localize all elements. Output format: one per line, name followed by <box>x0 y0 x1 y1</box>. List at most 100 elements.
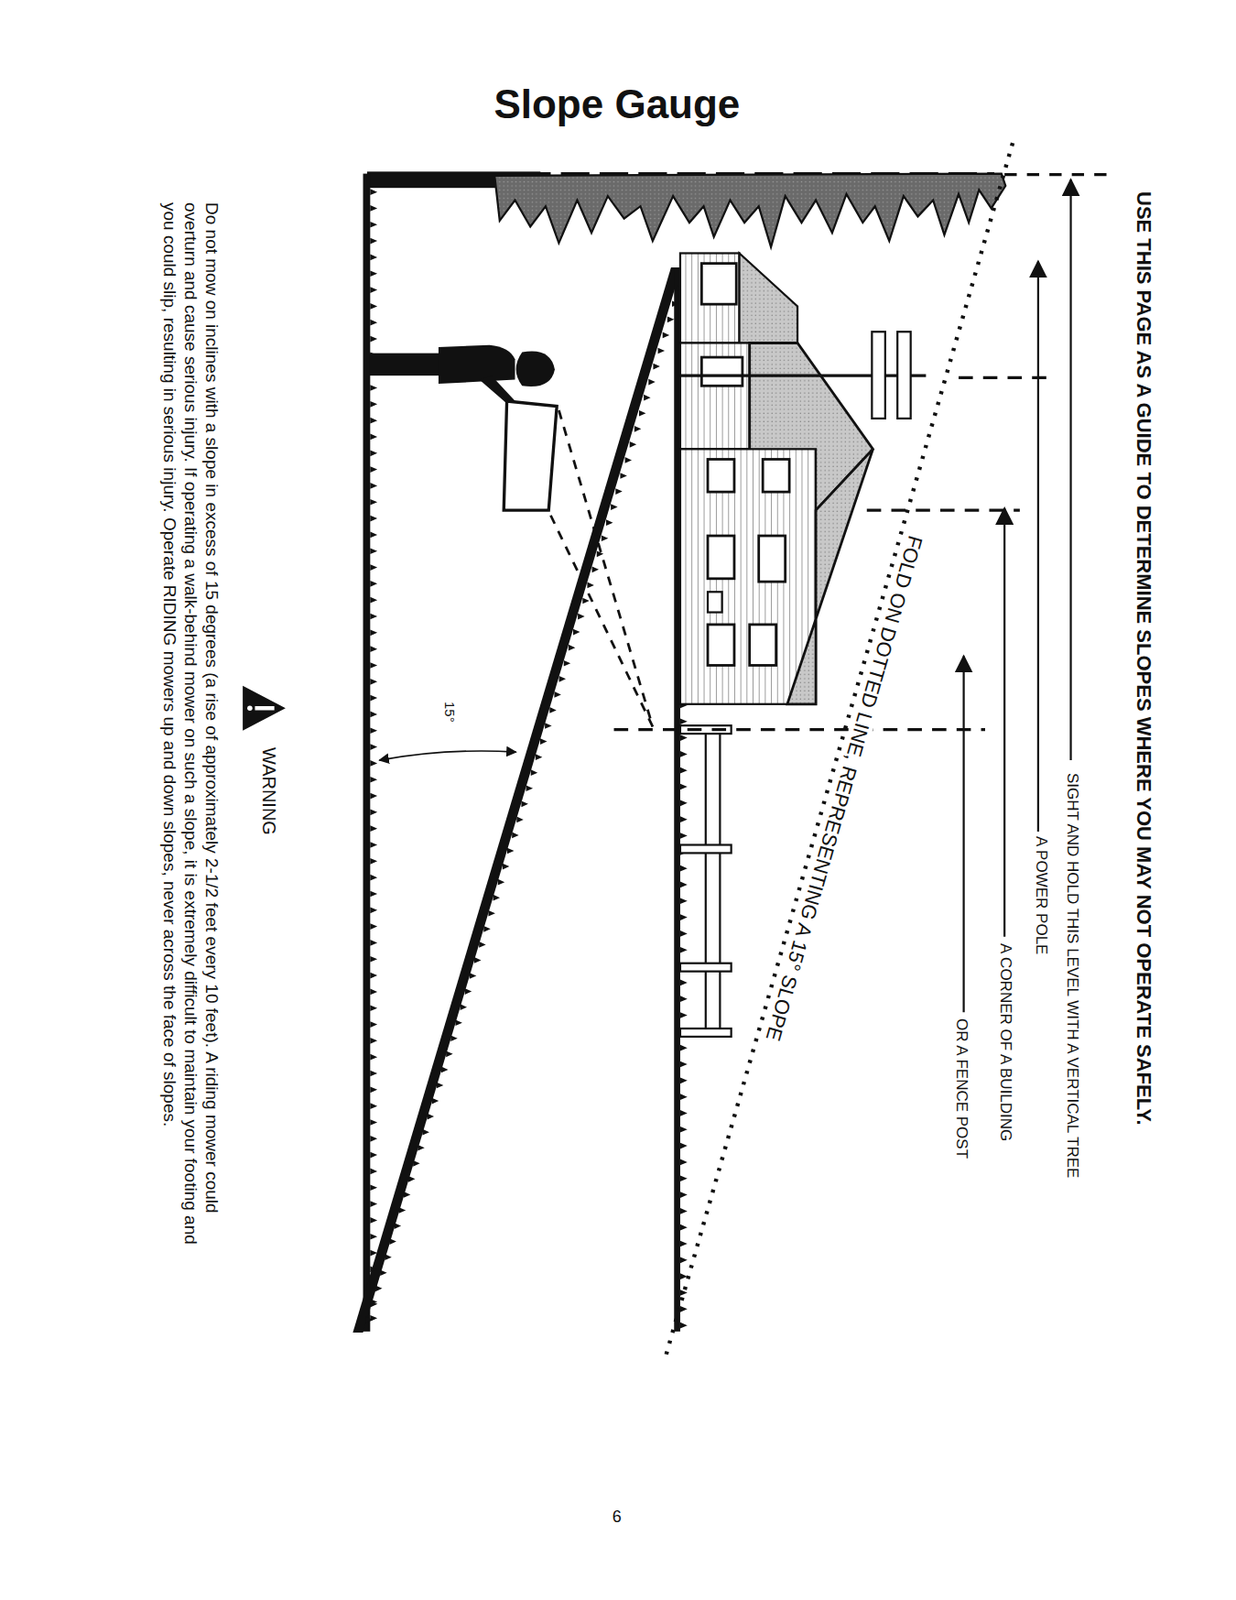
angle-label: 15° <box>442 701 458 723</box>
grass-tuft <box>460 1003 467 1010</box>
grass-tuft <box>680 717 688 725</box>
grass-tuft <box>680 1142 688 1150</box>
warning-heading: WARNING <box>258 747 280 835</box>
grass-tuft <box>369 694 378 702</box>
fence-rail <box>704 729 707 1033</box>
house-middle-wall <box>680 342 750 449</box>
sight-arrow <box>1069 179 1072 760</box>
grass-tuft <box>408 1175 415 1182</box>
grass-tuft <box>399 1206 406 1214</box>
grass-tuft <box>680 832 688 839</box>
fence-post <box>680 1028 732 1037</box>
grass-tuft <box>369 1020 378 1028</box>
grass-tuft <box>369 221 378 228</box>
grass-tuft <box>648 379 655 386</box>
grass-tuft <box>680 1224 688 1231</box>
grass-tuft <box>577 613 585 620</box>
grass-tuft <box>672 300 679 307</box>
grass-tuft <box>369 645 378 652</box>
fence-arrow <box>962 655 965 1012</box>
house-door <box>707 591 723 612</box>
grass-tuft <box>455 1019 462 1026</box>
grass-tuft <box>478 941 486 948</box>
grass-tuft <box>369 515 378 522</box>
grass-tuft <box>432 1097 439 1105</box>
house-window <box>707 535 735 579</box>
grass-tuft <box>573 628 580 636</box>
grass-tuft <box>680 897 688 904</box>
fence-level-line <box>614 727 986 731</box>
grass-tuft <box>422 1128 429 1136</box>
grass-tuft <box>680 881 688 889</box>
house-wing-wall <box>680 252 740 343</box>
grass-tuft <box>369 417 378 424</box>
grass-tuft <box>394 1222 402 1229</box>
grass-tuft <box>658 347 665 355</box>
grass-tuft <box>427 1113 434 1120</box>
grass-tuft <box>436 1082 444 1089</box>
pole-arrow <box>1037 260 1040 832</box>
grass-tuft <box>511 832 519 839</box>
house-main-roof <box>787 448 874 704</box>
grass-tuft <box>634 425 641 433</box>
grass-tuft <box>369 613 378 620</box>
grass-tuft <box>369 563 378 571</box>
grass-tuft <box>606 519 613 526</box>
grass-tuft <box>369 449 378 456</box>
grass-tuft <box>369 776 378 783</box>
person-head <box>516 350 555 387</box>
fence-post <box>680 963 732 972</box>
grass-tuft <box>680 1093 688 1100</box>
grass-tuft <box>369 1249 378 1257</box>
grass-tuft <box>450 1034 457 1041</box>
grass-tuft <box>586 582 594 589</box>
grass-tuft <box>493 894 500 901</box>
grass-tuft <box>592 566 599 574</box>
grass-tuft <box>369 792 378 800</box>
grass-tuft <box>369 188 378 196</box>
grass-tuft <box>474 956 481 964</box>
grass-tuft <box>369 661 378 669</box>
grass-tuft <box>369 759 378 767</box>
grass-tuft <box>680 1011 688 1019</box>
grass-tuft <box>445 1051 453 1058</box>
grass-tuft <box>680 1126 688 1133</box>
instruction-heading: USE THIS PAGE AS A GUIDE TO DETERMINE SL… <box>1132 191 1156 1126</box>
grass-tuft <box>369 939 378 946</box>
grass-tuft <box>369 1216 378 1224</box>
grass-tuft <box>369 401 378 408</box>
warning-text: Do not mow on inclines with a slope in e… <box>159 202 223 1247</box>
grass-tuft <box>369 922 378 930</box>
grass-tuft <box>369 433 378 441</box>
grass-tuft <box>507 847 514 855</box>
grass-tuft <box>680 783 688 791</box>
house-wing-roof <box>739 252 798 343</box>
grass-tuft <box>680 913 688 921</box>
grass-tufts <box>366 188 688 1328</box>
fence-label: OR A FENCE POST <box>952 1018 971 1159</box>
grass-tuft <box>369 743 378 750</box>
page-number: 6 <box>612 1507 622 1527</box>
grass-tuft <box>369 1183 378 1191</box>
fence-rail <box>718 729 721 1033</box>
grass-tuft <box>369 1004 378 1011</box>
grass-tuft <box>680 995 688 1002</box>
grass-tuft <box>369 955 378 963</box>
grass-tuft <box>469 972 477 979</box>
grass-tuft <box>369 1168 378 1175</box>
grass-tuft <box>369 857 378 865</box>
grass-tuft <box>370 1301 378 1308</box>
grass-tuft <box>680 1174 688 1182</box>
grass-tuft <box>369 906 378 913</box>
grass-tuft <box>369 1037 378 1044</box>
grass-tuft <box>369 874 378 881</box>
grass-tuft <box>369 1053 378 1061</box>
grass-tuft <box>582 597 589 605</box>
grass-tuft <box>403 1191 411 1198</box>
sight-line <box>558 410 652 727</box>
grass-tuft <box>369 498 378 506</box>
grass-tuft <box>384 1253 391 1260</box>
angle-arc <box>379 750 516 760</box>
warning-triangle <box>242 685 286 731</box>
grass-tuft <box>680 1240 688 1247</box>
